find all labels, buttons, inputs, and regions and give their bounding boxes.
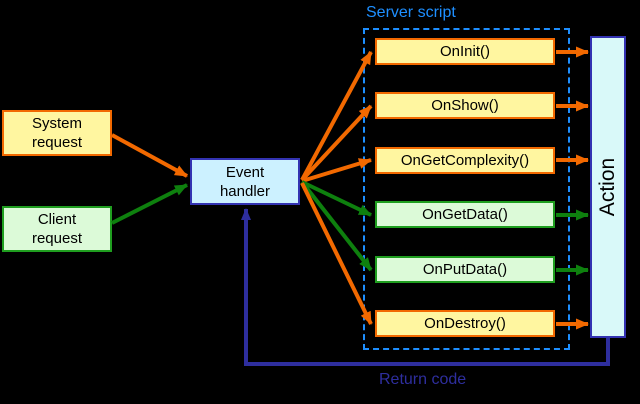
arrow-handler-to-ongetcomplexity (301, 158, 372, 183)
client-request-box: Client request (2, 206, 112, 252)
function-label: OnGetComplexity() (400, 152, 530, 169)
return-code-label: Return code (379, 371, 467, 388)
function-box-onputdata: OnPutData() (375, 256, 555, 283)
function-label: OnInit() (439, 43, 490, 60)
function-box-onshow: OnShow() (375, 92, 555, 119)
system-request-label-line2: request (31, 134, 83, 151)
arrow-handler-to-oninit (300, 51, 373, 181)
arrow-client-to-handler (111, 183, 188, 225)
function-box-oninit: OnInit() (375, 38, 555, 65)
client-request-label-line2: request (31, 230, 83, 247)
event-handler-label-line1: Event (225, 163, 265, 181)
function-label: OnDestroy() (424, 315, 506, 332)
arrow-system-to-handler (111, 133, 188, 178)
event-handler-label-line2: handler (219, 182, 271, 200)
arrow-handler-to-ondestroy (300, 182, 373, 325)
arrow-handler-to-onputdata (300, 180, 373, 272)
function-label: OnPutData() (422, 261, 508, 278)
event-handler-box: Event handler (190, 158, 300, 205)
function-label: OnShow() (431, 97, 499, 114)
server-script-frame (363, 28, 570, 350)
action-label: Action (596, 157, 619, 217)
arrow-handler-to-ongetdata (301, 180, 372, 217)
function-box-ondestroy: OnDestroy() (375, 310, 555, 337)
function-box-ongetcomplexity: OnGetComplexity() (375, 147, 555, 174)
arrow-handler-to-onshow (300, 104, 373, 182)
system-request-label-line1: System (31, 115, 82, 132)
function-box-ongetdata: OnGetData() (375, 201, 555, 228)
system-request-box: System request (2, 110, 112, 156)
client-request-label-line1: Client (37, 211, 77, 228)
function-label: OnGetData() (422, 206, 508, 223)
server-script-label: Server script (366, 4, 456, 21)
action-box: Action (590, 36, 626, 338)
